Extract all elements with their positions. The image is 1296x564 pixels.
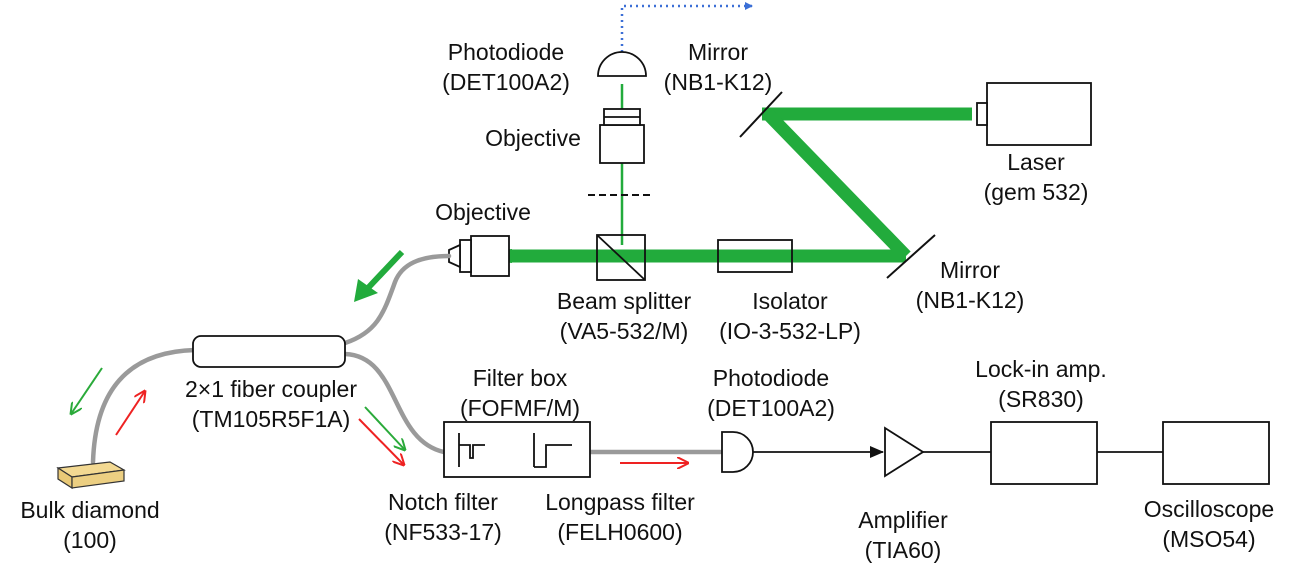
longpass-filter-icon [533, 433, 572, 468]
label-isolator: Isolator [752, 288, 828, 314]
label-lockin-model: (SR830) [998, 386, 1084, 412]
label-bulk-diamond: Bulk diamond [20, 497, 159, 523]
photodiode-bottom-icon [721, 431, 754, 473]
photodiode-signal-dotted-line [620, 2, 753, 52]
label-photodiode-top-model: (DET100A2) [442, 69, 570, 95]
label-lockin: Lock-in amp. [975, 356, 1107, 382]
filter-box [443, 421, 591, 478]
label-amplifier: Amplifier [858, 507, 948, 533]
fiber-coupler-body [192, 335, 346, 368]
label-laser: Laser [1007, 149, 1065, 175]
laser-aperture [976, 102, 988, 126]
red-arrow-from-diamond [115, 391, 145, 436]
objective-top-icon [599, 108, 645, 164]
label-photodiode-top: Photodiode [448, 39, 564, 65]
label-objective-top: Objective [485, 125, 581, 151]
green-arrow-to-filter [364, 406, 405, 450]
amplifier-triangle [884, 426, 925, 478]
label-fiber-coupler-model: (TM105R5F1A) [192, 406, 350, 432]
label-longpass-filter: Longpass filter [545, 489, 695, 515]
label-mirror-right-model: (NB1-K12) [916, 287, 1025, 313]
mirror-right [886, 234, 936, 279]
label-filter-box-model: (FOFMF/M) [460, 395, 580, 421]
label-objective-left: Objective [435, 199, 531, 225]
label-isolator-model: (IO-3-532-LP) [719, 318, 861, 344]
label-oscilloscope-model: (MSO54) [1162, 526, 1255, 552]
optical-fibers [90, 253, 723, 465]
label-mirror-top-model: (NB1-K12) [664, 69, 773, 95]
photodiode-top-icon [597, 51, 647, 77]
objective-left-icon [448, 235, 510, 277]
beam-splitter-cube [596, 234, 646, 281]
beam-splitter-diagonal [596, 234, 646, 281]
green-arrow-to-diamond [71, 367, 103, 414]
big-green-arrow [354, 249, 405, 302]
label-beam-splitter-model: (VA5-532/M) [560, 318, 689, 344]
label-notch-filter-model: (NF533-17) [384, 519, 502, 545]
label-oscilloscope: Oscilloscope [1144, 496, 1274, 522]
label-filter-box: Filter box [473, 365, 568, 391]
label-mirror-top: Mirror [688, 39, 748, 65]
label-fiber-coupler: 2×1 fiber coupler [185, 376, 357, 402]
red-arrow-to-filter [358, 418, 404, 465]
oscilloscope-box [1162, 421, 1270, 485]
mirror-top [739, 91, 783, 138]
label-beam-splitter: Beam splitter [557, 288, 692, 314]
label-photodiode-bottom-model: (DET100A2) [707, 395, 835, 421]
label-longpass-filter-model: (FELH0600) [557, 519, 682, 545]
laser-box [986, 82, 1092, 146]
lockin-box [990, 421, 1098, 485]
laser-beam-path [512, 107, 972, 263]
label-mirror-right: Mirror [940, 257, 1000, 283]
notch-filter-icon [458, 433, 485, 467]
label-laser-model: (gem 532) [984, 179, 1089, 205]
label-photodiode-bottom: Photodiode [713, 365, 829, 391]
bulk-diamond-sample [56, 461, 126, 490]
label-notch-filter: Notch filter [388, 489, 498, 515]
label-amplifier-model: (TIA60) [865, 537, 942, 563]
isolator-box [717, 239, 793, 273]
label-bulk-diamond-model: (100) [63, 527, 117, 553]
